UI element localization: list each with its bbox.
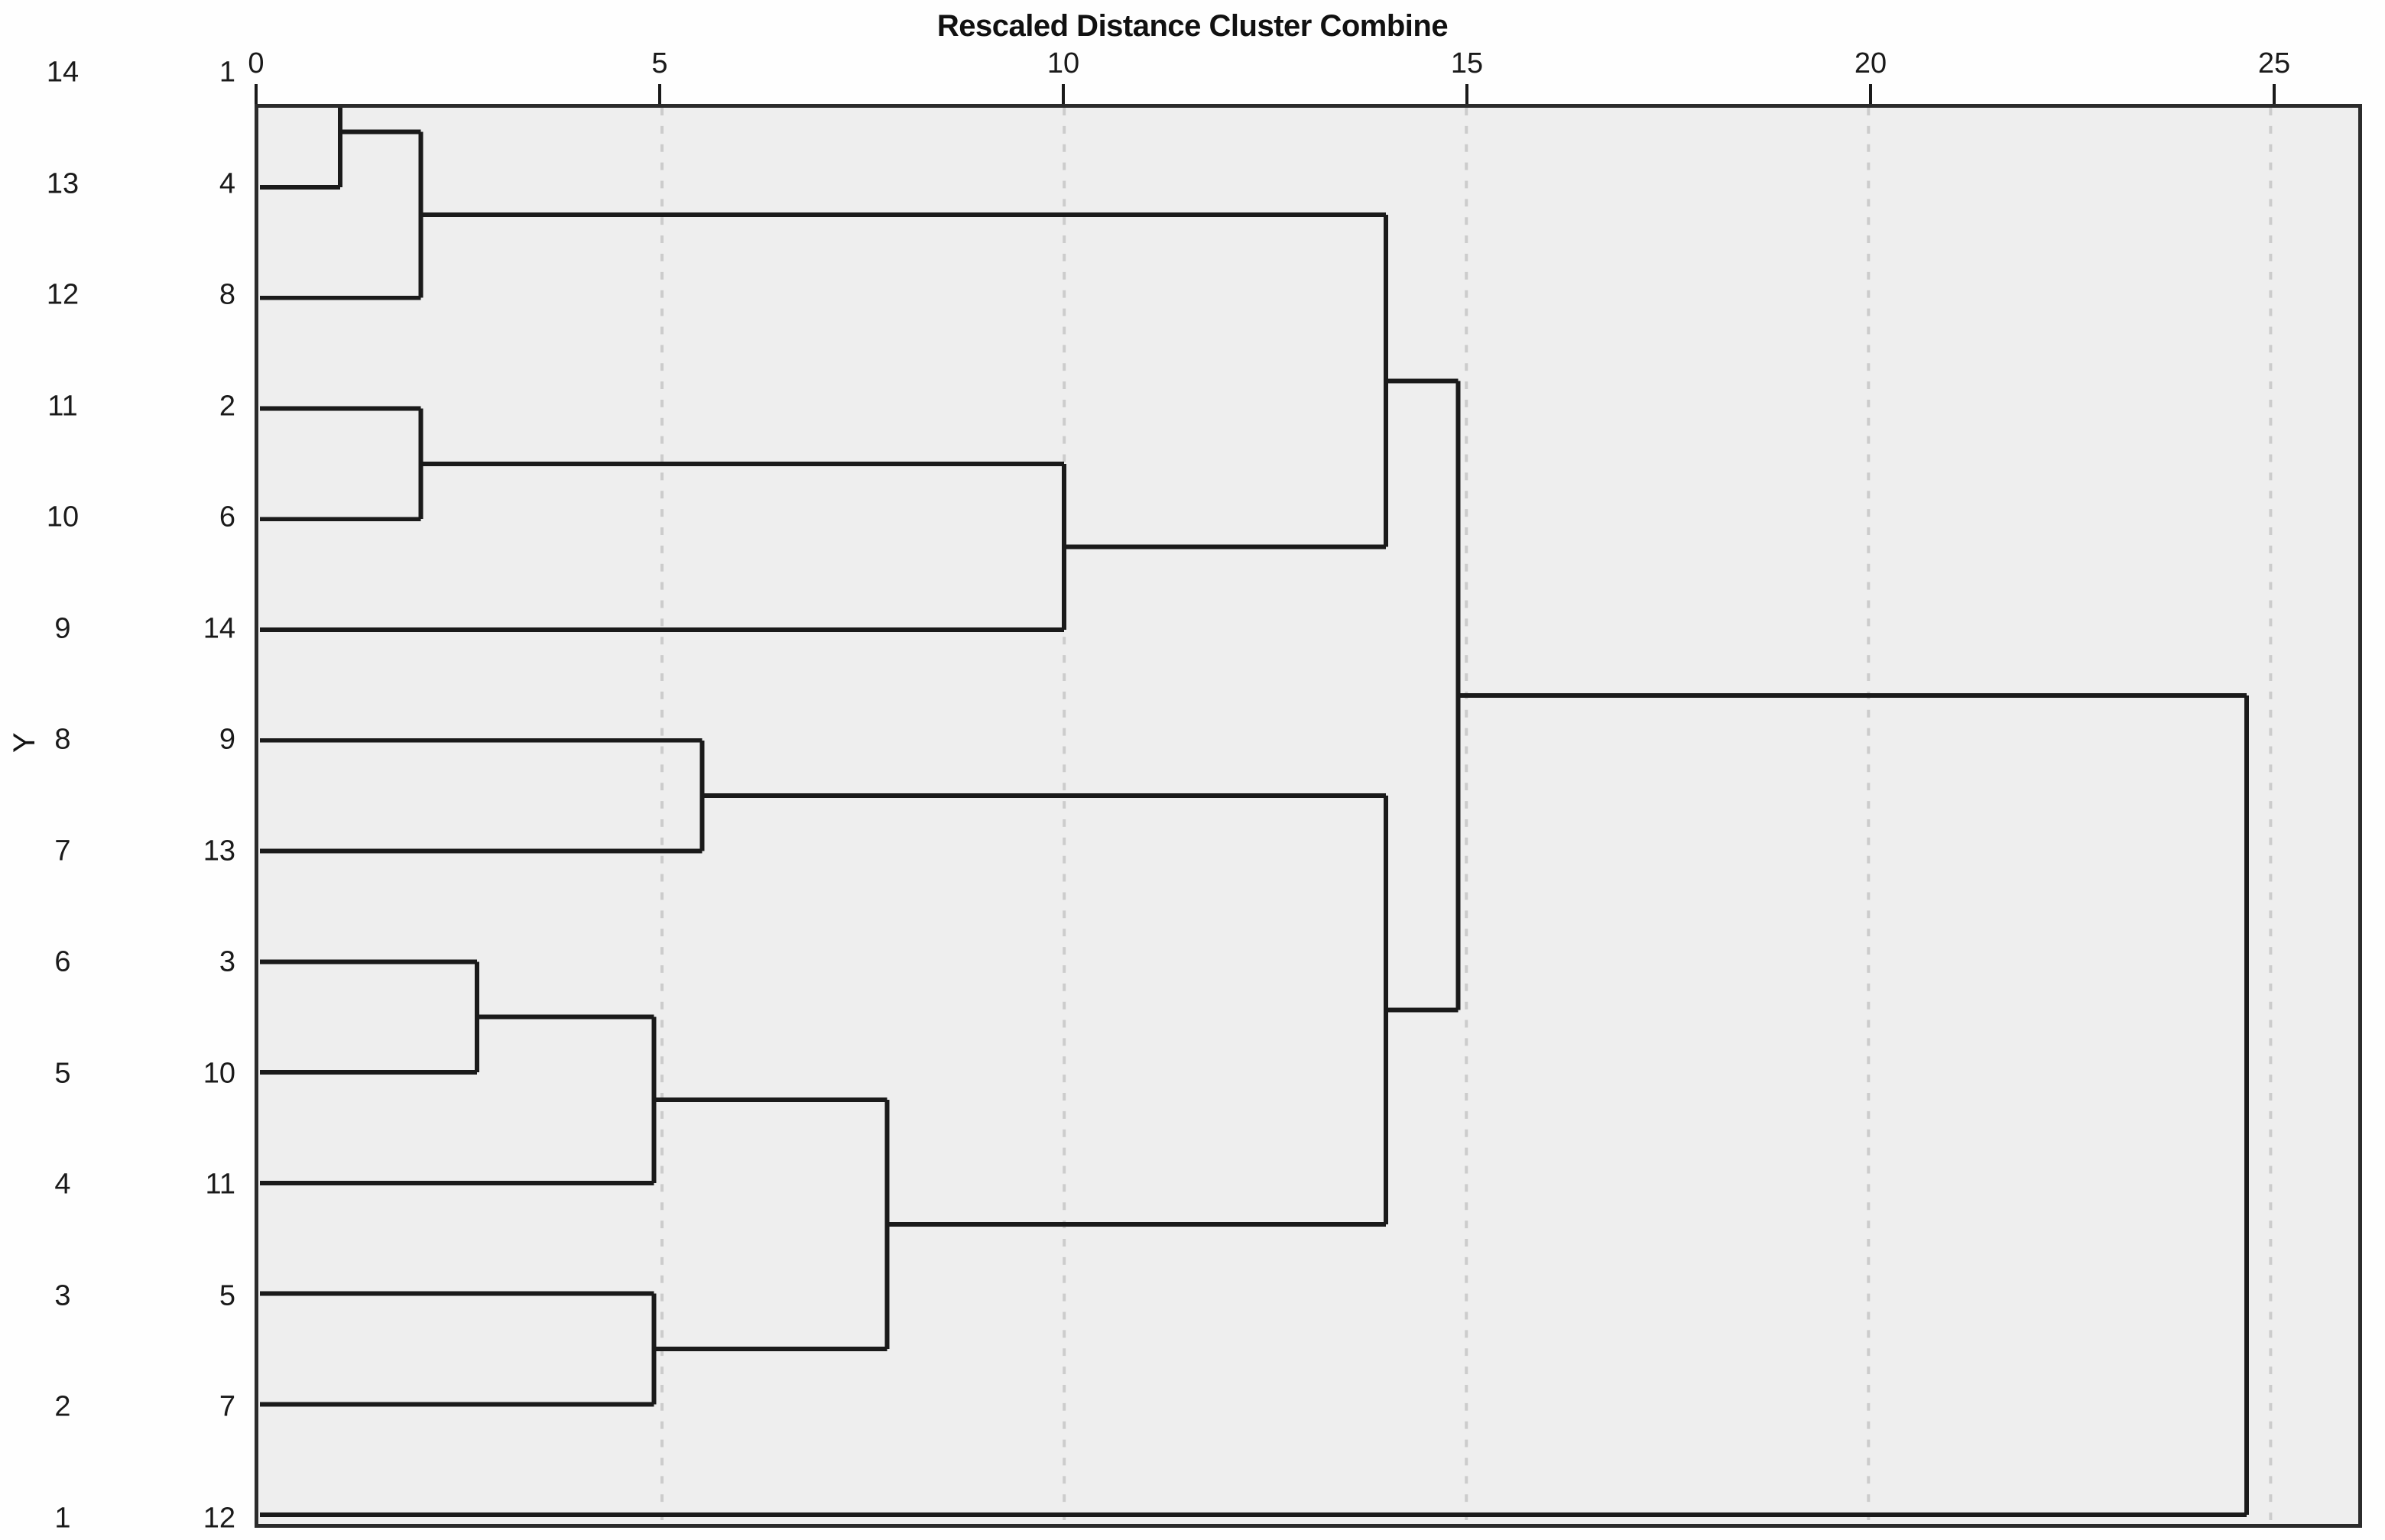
case-label-1: 1	[219, 56, 235, 89]
rank-label-3: 3	[54, 1279, 71, 1312]
case-label-7: 7	[219, 1390, 235, 1423]
x-tick-label-25: 25	[2257, 47, 2291, 79]
case-label-5: 5	[219, 1279, 235, 1312]
x-tick-label-20: 20	[1854, 47, 1887, 79]
rank-label-4: 4	[54, 1168, 71, 1201]
rank-label-8: 8	[54, 723, 71, 756]
rank-label-14: 14	[46, 56, 80, 89]
x-tick-label-0: 0	[248, 47, 264, 79]
x-tick-mark-0	[255, 84, 258, 104]
case-label-8: 8	[219, 278, 235, 311]
x-tick-label-15: 15	[1450, 47, 1484, 79]
x-tick-mark-10	[1062, 84, 1065, 104]
x-tick-label-5: 5	[651, 47, 668, 79]
x-tick-mark-5	[658, 84, 661, 104]
case-label-12: 12	[203, 1502, 235, 1535]
rank-label-10: 10	[46, 501, 80, 533]
x-tick-mark-20	[1869, 84, 1872, 104]
case-label-3: 3	[219, 945, 235, 978]
rank-label-13: 13	[46, 167, 80, 200]
rank-label-6: 6	[54, 945, 71, 978]
chart-title: Rescaled Distance Cluster Combine	[936, 9, 1449, 43]
rank-label-5: 5	[54, 1057, 71, 1090]
case-label-14: 14	[203, 612, 235, 645]
case-label-6: 6	[219, 501, 235, 533]
rank-label-11: 11	[47, 390, 78, 423]
x-tick-mark-25	[2273, 84, 2276, 104]
plot-area	[255, 104, 2362, 1528]
rank-label-9: 9	[54, 612, 71, 645]
dendrogram-tree	[259, 108, 2273, 1524]
rank-label-2: 2	[54, 1390, 71, 1423]
case-label-10: 10	[203, 1057, 235, 1090]
x-tick-mark-15	[1465, 84, 1468, 104]
case-label-13: 13	[203, 835, 235, 867]
case-label-9: 9	[219, 723, 235, 756]
rank-label-1: 1	[54, 1502, 71, 1535]
rank-label-7: 7	[54, 835, 71, 867]
x-tick-label-10: 10	[1046, 47, 1080, 79]
case-label-2: 2	[219, 390, 235, 423]
case-label-4: 4	[219, 167, 235, 200]
case-label-11: 11	[205, 1168, 235, 1201]
rank-label-12: 12	[46, 278, 80, 311]
